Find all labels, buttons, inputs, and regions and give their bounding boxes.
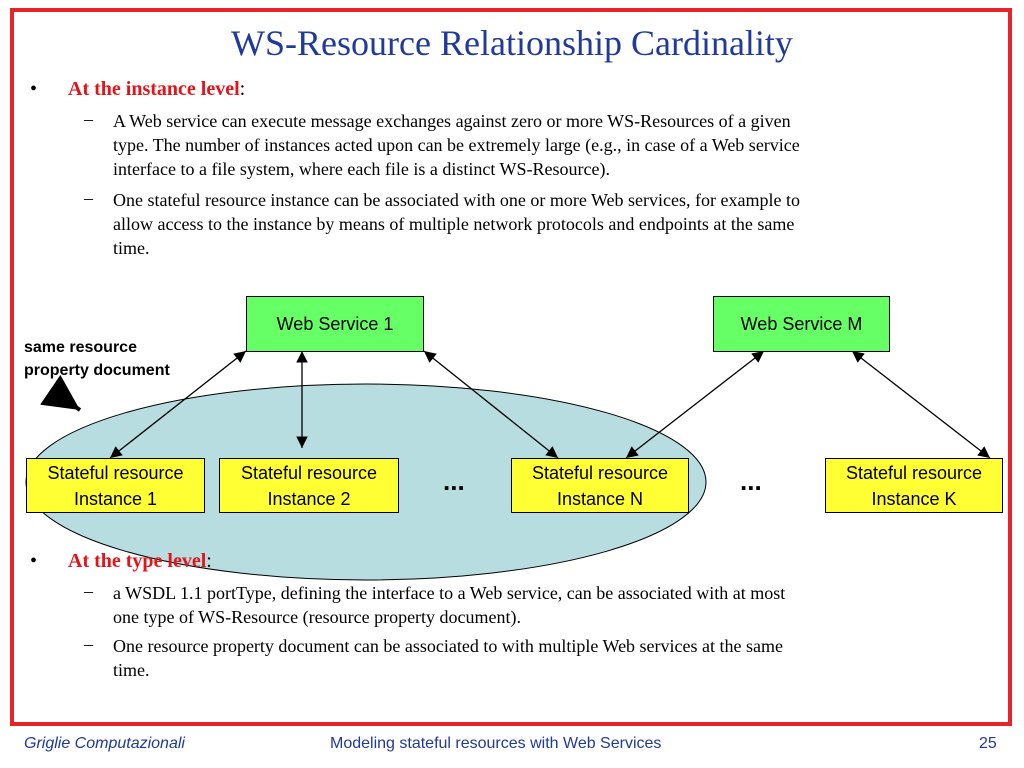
type-point-2: One resource property document can be as… [113,634,783,682]
footer-course: Griglie Computazionali [24,735,185,752]
link-ws1-instanceN [423,350,559,459]
resource-label: Stateful resource [240,462,378,483]
instance-level-bullet: At the instance level: [68,78,246,100]
type-point-1: a WSDL 1.1 portType, defining the interf… [113,581,785,629]
group-label: same resource property document [24,336,170,382]
text-line: time. [113,660,150,680]
resource-instance-label: Instance N [556,488,644,509]
web-service-1-box: Web Service 1 [246,296,424,352]
text-line: One stateful resource instance can be as… [113,190,800,210]
service-name: Web Service M [740,314,863,334]
label-line: same resource [24,339,137,356]
text-line: time. [113,238,150,258]
resource-instance-2: Stateful resource Instance 2 [219,458,399,513]
dash-marker: – [84,109,93,129]
text-line: interface to a file system, where each f… [113,159,610,179]
link-wsM-instanceN [625,350,765,459]
label-line: property document [24,362,170,379]
dash-marker: – [84,581,93,601]
link-wsM-instanceK [851,350,991,459]
instance-point-1: A Web service can execute message exchan… [113,109,800,181]
text-line: A Web service can execute message exchan… [113,111,791,131]
bullet-dot: • [30,78,38,100]
type-level-heading: At the type level [68,550,207,572]
web-service-m-box: Web Service M [713,296,890,352]
resource-instance-1: Stateful resource Instance 1 [26,458,205,513]
instance-point-2: One stateful resource instance can be as… [113,188,800,260]
service-name: Web Service 1 [276,314,394,334]
slide-frame [10,8,1012,726]
text-line: one type of WS-Resource (resource proper… [113,607,522,627]
pointer-arrow-icon [40,374,82,412]
resource-label: Stateful resource [47,462,184,483]
text-line: type. The number of instances acted upon… [113,135,800,155]
dash-marker: – [84,634,93,654]
resource-instance-label: Instance 2 [267,488,351,509]
dash-marker: – [84,188,93,208]
resource-instance-n: Stateful resource Instance N [511,458,689,513]
footer-topic: Modeling stateful resources with Web Ser… [330,735,662,752]
resource-instance-label: Instance 1 [73,488,158,509]
slide-title: WS-Resource Relationship Cardinality [231,23,793,63]
bullet-dot: • [30,550,38,572]
resource-instance-k: Stateful resource Instance K [825,458,1003,513]
resource-label: Stateful resource [845,462,983,483]
ellipsis-2: ... [740,466,762,496]
text-line: allow access to the instance by means of… [113,214,795,234]
link-ws1-instance1 [109,350,247,459]
text-line: a WSDL 1.1 portType, defining the interf… [113,583,786,603]
instance-level-heading: At the instance level [68,78,240,100]
page-number: 25 [979,735,997,752]
type-level-bullet: At the type level: [68,550,212,572]
text-line: One resource property document can be as… [113,636,783,656]
resource-label: Stateful resource [531,462,669,483]
resource-instance-label: Instance K [871,488,957,509]
ellipsis-1: ... [443,466,465,496]
